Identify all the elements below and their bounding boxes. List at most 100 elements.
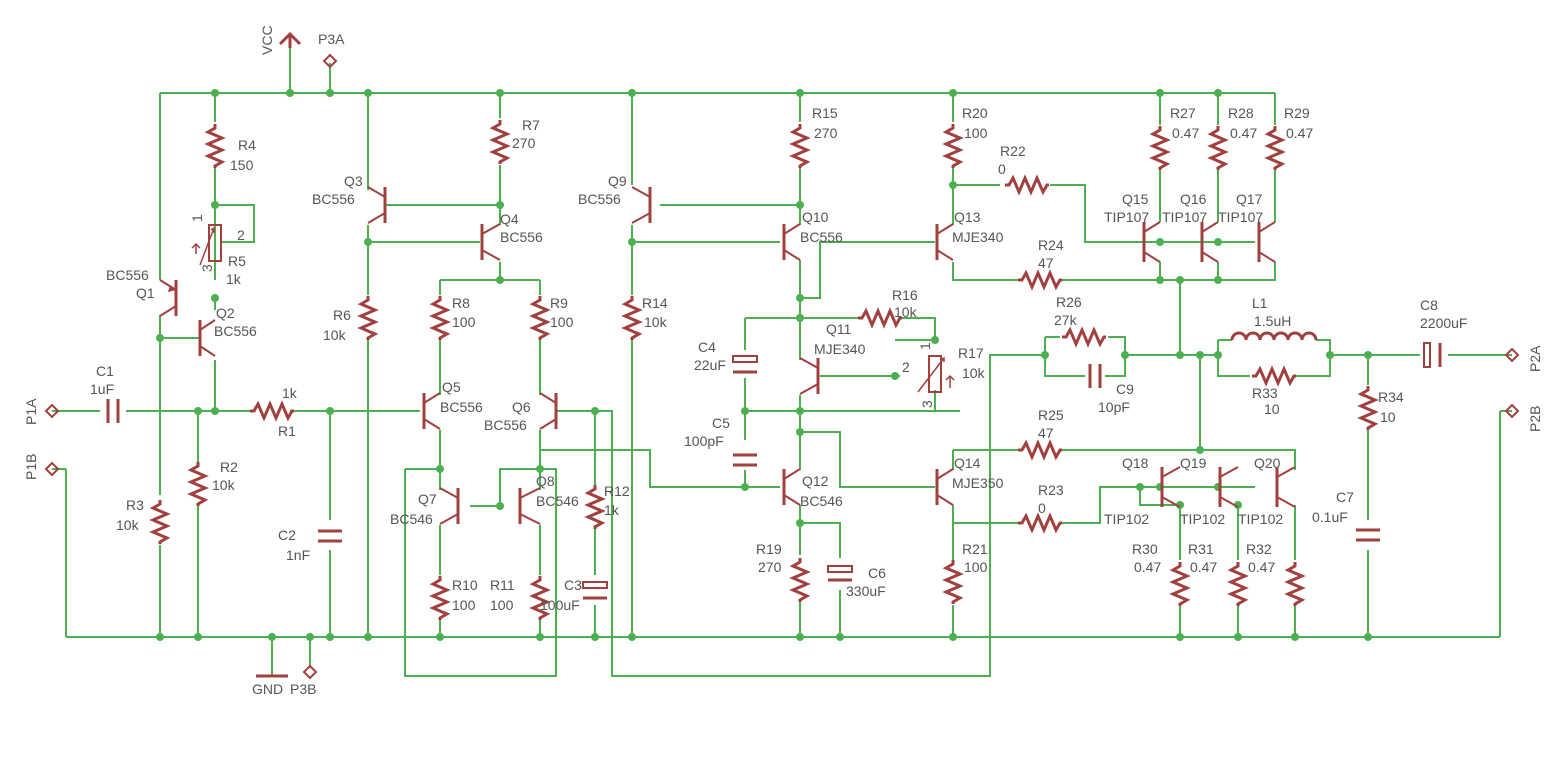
- r15-ref: R15: [812, 105, 838, 121]
- transistor-q10[interactable]: Q10 BC556: [782, 209, 843, 261]
- resistor-r8[interactable]: R8 100: [431, 294, 476, 342]
- resistor-r12[interactable]: R12 1k: [586, 483, 630, 531]
- c4-value: 22uF: [694, 357, 726, 373]
- r3-ref: R3: [126, 497, 144, 513]
- r14-ref: R14: [642, 295, 668, 311]
- resistor-r1[interactable]: 1k R1: [248, 385, 298, 439]
- resistor-r32[interactable]: R32 0.47: [1246, 541, 1304, 608]
- r17-value: 10k: [962, 365, 986, 381]
- q4-ref: Q4: [500, 211, 519, 227]
- port-p1b[interactable]: P1B: [23, 454, 60, 480]
- transistor-q16[interactable]: Q16 TIP107: [1162, 191, 1219, 263]
- r20-ref: R20: [962, 105, 988, 121]
- transistor-q8[interactable]: Q8 BC546: [518, 473, 579, 525]
- transistor-q7[interactable]: Q7 BC546: [390, 487, 460, 527]
- potentiometer-r5[interactable]: 1 2 3 R5 1k: [189, 214, 246, 287]
- port-p2a[interactable]: P2A: [1504, 345, 1543, 372]
- transistor-q11[interactable]: Q11 MJE340: [799, 321, 866, 395]
- port-p2b[interactable]: P2B: [1504, 403, 1543, 432]
- q9-value: BC556: [578, 191, 621, 207]
- r29-ref: R29: [1284, 105, 1310, 121]
- resistor-r30[interactable]: R30 0.47: [1132, 541, 1189, 608]
- resistor-r6[interactable]: R6 10k: [323, 294, 377, 343]
- q20-ref: Q20: [1254, 455, 1281, 471]
- resistor-r22[interactable]: R22 0: [998, 143, 1051, 194]
- capacitor-c8[interactable]: C8 2200uF: [1420, 297, 1467, 368]
- transistor-q13[interactable]: Q13 MJE340: [935, 209, 1004, 261]
- resistor-r28[interactable]: R28 0.47: [1209, 105, 1257, 172]
- resistor-r2[interactable]: R2 10k: [189, 459, 238, 508]
- resistor-r16[interactable]: R16 10k: [856, 287, 918, 327]
- r10-value: 100: [452, 597, 476, 613]
- transistor-q18[interactable]: Q18 TIP102: [1104, 455, 1181, 527]
- transistor-q6[interactable]: Q6 BC556: [484, 392, 558, 433]
- potentiometer-r17[interactable]: 1 2 3 R17 10k: [902, 342, 986, 408]
- c6-ref: C6: [868, 565, 886, 581]
- resistor-r25[interactable]: R25 47: [1016, 407, 1064, 459]
- transistor-q14[interactable]: Q14 MJE350: [935, 455, 1004, 506]
- port-p1a[interactable]: P1A: [23, 398, 60, 425]
- resistor-r20[interactable]: R20 100: [944, 105, 988, 170]
- resistor-r14[interactable]: R14 10k: [623, 294, 668, 342]
- resistor-r26[interactable]: R26 27k: [1054, 294, 1108, 346]
- c6-value: 330uF: [846, 583, 886, 599]
- transistor-q12[interactable]: Q12 BC546: [782, 468, 843, 509]
- r19-value: 270: [758, 559, 782, 575]
- q7-ref: Q7: [418, 491, 437, 507]
- transistor-q4[interactable]: Q4 BC556: [480, 211, 543, 261]
- r5-pin-1: 1: [189, 214, 205, 222]
- capacitor-c4[interactable]: C4 22uF: [694, 339, 758, 374]
- capacitor-c9[interactable]: C9 10pF: [1088, 364, 1134, 415]
- transistor-q15[interactable]: Q15 TIP107: [1104, 191, 1161, 263]
- r25-value: 47: [1038, 425, 1054, 441]
- resistor-r4[interactable]: R4 150: [206, 122, 256, 173]
- transistor-q20[interactable]: Q20 TIP102: [1238, 455, 1296, 527]
- resistor-r11[interactable]: R11 100: [490, 574, 549, 622]
- capacitor-c3[interactable]: C3 100uF: [540, 577, 608, 613]
- c7-ref: C7: [1336, 489, 1354, 505]
- c7-value: 0.1uF: [1312, 509, 1348, 525]
- resistor-r34[interactable]: R34 10: [1359, 384, 1404, 432]
- q10-ref: Q10: [802, 209, 829, 225]
- port-p3a[interactable]: P3A: [318, 31, 345, 69]
- r15-value: 270: [814, 125, 838, 141]
- r28-ref: R28: [1228, 105, 1254, 121]
- resistor-r33[interactable]: R33 10: [1250, 367, 1298, 417]
- r6-value: 10k: [323, 327, 347, 343]
- capacitor-c2[interactable]: C2 1nF: [278, 527, 342, 563]
- transistor-q9[interactable]: Q9 BC556: [578, 173, 652, 224]
- q13-value: MJE340: [952, 229, 1004, 245]
- r32-ref: R32: [1246, 541, 1272, 557]
- port-p3b[interactable]: P3B: [290, 664, 318, 697]
- port-p3b-label: P3B: [290, 681, 316, 697]
- capacitor-c6[interactable]: C6 330uF: [827, 565, 886, 599]
- capacitor-c1[interactable]: C1 1uF: [90, 363, 120, 423]
- resistor-r15[interactable]: R15 270: [791, 105, 838, 170]
- resistor-r29[interactable]: R29 0.47: [1266, 105, 1313, 172]
- transistor-q19[interactable]: Q19 TIP102: [1180, 455, 1239, 527]
- c9-ref: C9: [1116, 381, 1134, 397]
- transistor-q3[interactable]: Q3 BC556: [312, 173, 387, 224]
- q6-value: BC556: [484, 417, 527, 433]
- c5-value: 100pF: [684, 433, 724, 449]
- transistor-q2[interactable]: Q2 BC556: [198, 305, 257, 357]
- resistor-r27[interactable]: R27 0.47: [1151, 105, 1199, 172]
- capacitor-c5[interactable]: C5 100pF: [684, 415, 757, 467]
- resistor-r31[interactable]: R31 0.47: [1188, 541, 1247, 608]
- resistor-r7[interactable]: R7 270: [491, 117, 540, 166]
- resistor-r10[interactable]: R10 100: [431, 574, 478, 622]
- r3-value: 10k: [116, 517, 140, 533]
- transistor-q5[interactable]: Q5 BC556: [422, 379, 483, 430]
- inductor-l1[interactable]: L1 1.5uH: [1230, 295, 1318, 341]
- resistor-r3[interactable]: R3 10k: [116, 497, 169, 546]
- resistor-r21[interactable]: R21 100: [944, 541, 988, 606]
- transistor-q17[interactable]: Q17 TIP107: [1218, 191, 1276, 263]
- resistor-r23[interactable]: R23 0: [1016, 482, 1064, 532]
- resistor-r24[interactable]: R24 47: [1016, 237, 1064, 289]
- capacitor-c7[interactable]: C7 0.1uF: [1312, 489, 1380, 542]
- transistor-q1[interactable]: BC556 Q1: [106, 267, 178, 317]
- r31-value: 0.47: [1190, 559, 1217, 575]
- resistor-r9[interactable]: R9 100: [531, 294, 574, 342]
- resistor-r19[interactable]: R19 270: [756, 541, 809, 604]
- q6-ref: Q6: [512, 399, 531, 415]
